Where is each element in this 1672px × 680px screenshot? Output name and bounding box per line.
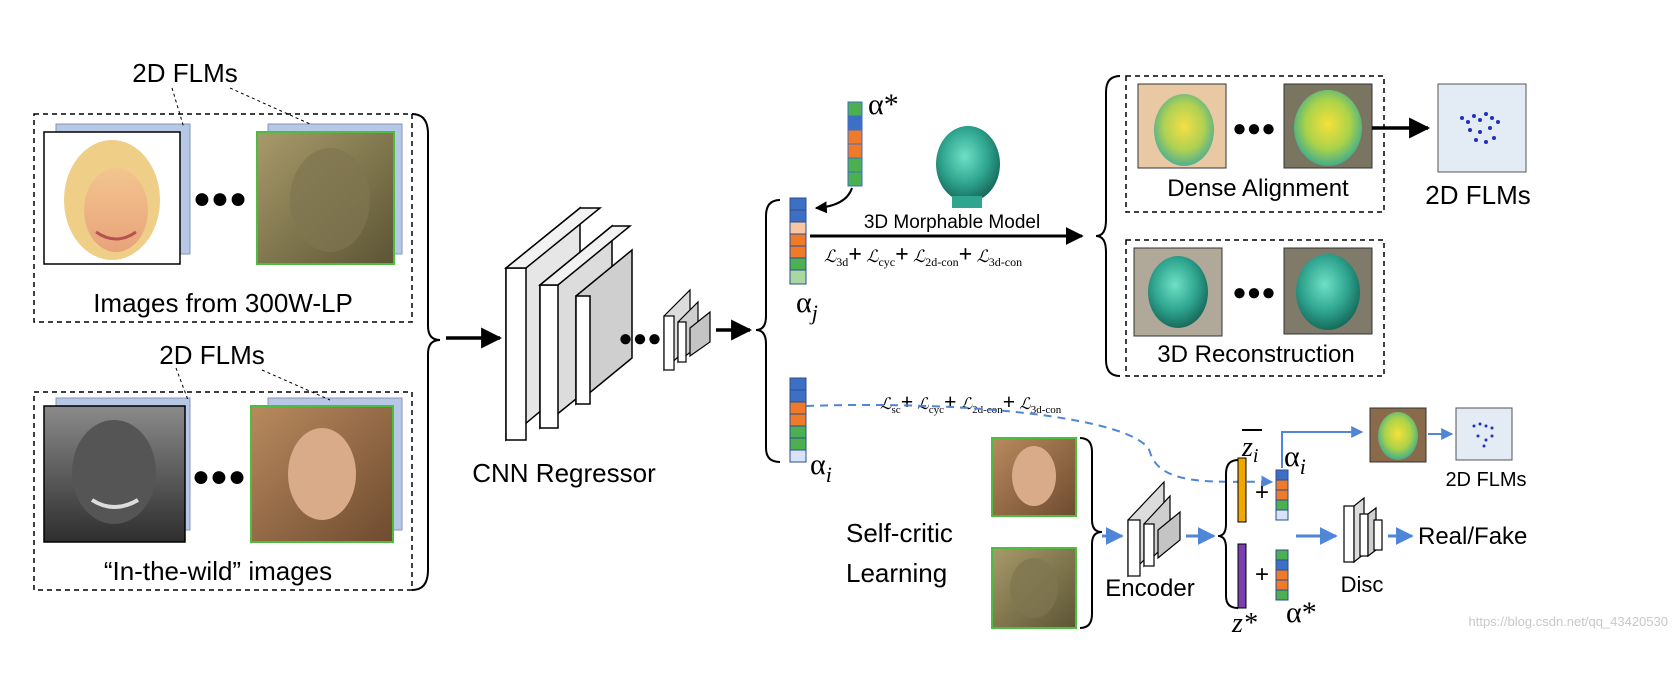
small-flms-image xyxy=(1455,407,1513,461)
ellipsis: ●●● xyxy=(1232,279,1276,306)
panel-dense-alignment: ●●● Dense Alignment xyxy=(1125,75,1385,213)
alpha-i-small-vector xyxy=(1275,469,1289,521)
landmark-dots xyxy=(1460,112,1500,144)
alpha-j-label: αj xyxy=(796,286,818,325)
in-the-wild-label: “In-the-wild” images xyxy=(104,556,332,586)
face-image-wild-2 xyxy=(250,405,394,543)
encoder-label: Encoder xyxy=(1105,575,1194,602)
reconstruction-image-1 xyxy=(1133,247,1223,337)
images-300wlp-label: Images from 300W-LP xyxy=(93,288,353,318)
reconstruction-label: 3D Reconstruction xyxy=(1157,341,1354,368)
reconstruction-image-2 xyxy=(1283,247,1373,335)
real-fake-label: Real/Fake xyxy=(1418,523,1527,550)
plus-sign: + xyxy=(1255,479,1269,506)
self-critic-label-line1: Self-critic xyxy=(846,518,953,548)
panel-in-the-wild: ●●● “In-the-wild” images xyxy=(33,391,413,591)
alpha-i-label: αi xyxy=(810,448,832,487)
loss-equation-top: ℒ3d+ ℒcyc+ ℒ2d-con+ ℒ3d-con xyxy=(824,242,1022,269)
morphable-model-label: 3D Morphable Model xyxy=(864,212,1040,233)
disc-label: Disc xyxy=(1341,572,1384,597)
face-image-300wlp-1 xyxy=(43,131,181,265)
disc-block xyxy=(1343,496,1383,564)
leader-line xyxy=(171,87,185,129)
face-image-300wlp-2 xyxy=(256,131,395,265)
panel-wild-frame xyxy=(33,391,413,591)
self-critic-brace xyxy=(1079,437,1103,629)
panel-300wlp: ●●● Images from 300W-LP xyxy=(33,113,413,323)
dense-alignment-image-1 xyxy=(1137,83,1227,169)
latent-brace xyxy=(1217,459,1239,609)
encoder-block xyxy=(1127,480,1181,578)
param-brace xyxy=(755,199,781,463)
cnn-layer xyxy=(575,248,633,406)
face-image-wild-1 xyxy=(43,405,186,543)
arrow-to-small-render xyxy=(1281,426,1364,468)
dense-alignment-label: Dense Alignment xyxy=(1167,175,1349,202)
alpha-i-right-label: αi xyxy=(1284,440,1306,479)
self-critic-label-line2: Learning xyxy=(846,558,947,588)
loss-equation-bottom: ℒsc+ ℒcyc+ ℒ2d-con+ ℒ3d-con xyxy=(880,389,1062,416)
alpha-j-vector xyxy=(789,197,807,285)
alpha-star-label-top: α* xyxy=(868,88,899,121)
alpha-star-vector xyxy=(847,101,863,187)
ellipsis: ●●● xyxy=(1232,115,1276,142)
watermark-text: https://blog.csdn.net/qq_43420530 xyxy=(1469,614,1669,629)
ellipsis: ●●● xyxy=(618,325,662,352)
morphable-head-icon xyxy=(936,126,1000,208)
alpha-star-small-vector xyxy=(1275,549,1289,601)
alpha-star-label-bottom: α* xyxy=(1286,596,1317,629)
leader-line xyxy=(229,87,311,125)
svg-text:zi: zi xyxy=(1241,432,1258,467)
leader-line xyxy=(261,369,331,401)
panel-300wlp-frame xyxy=(33,113,413,323)
alpha-i-vector xyxy=(789,377,807,463)
flms-label-mid: 2D FLMs xyxy=(159,340,264,370)
cnn-regressor: ●●● CNN Regressor xyxy=(472,206,711,488)
self-critic-face-2 xyxy=(991,547,1077,629)
z-bar-i-label: zi xyxy=(1241,429,1262,467)
cnn-regressor-label: CNN Regressor xyxy=(472,458,656,488)
ellipsis: ●●● xyxy=(193,182,247,215)
input-brace xyxy=(411,113,441,591)
arrow-alpha-star-to-alpha-j xyxy=(814,187,853,214)
z-star-vector xyxy=(1237,543,1247,609)
leader-line xyxy=(175,367,189,401)
flms-output-image xyxy=(1437,83,1527,173)
plus-sign: + xyxy=(1255,561,1269,588)
output-brace xyxy=(1095,75,1121,377)
dense-alignment-image-2 xyxy=(1283,83,1373,169)
dashed-arrow-alpha-i xyxy=(805,403,1274,488)
fc-block xyxy=(663,288,711,372)
z-bar-i-vector xyxy=(1237,457,1247,523)
z-star-label: z* xyxy=(1231,608,1257,639)
ellipsis: ●●● xyxy=(192,460,246,493)
flms-output-label: 2D FLMs xyxy=(1425,180,1530,210)
flms-label-top: 2D FLMs xyxy=(132,58,237,88)
panel-3d-reconstruction: ●●● 3D Reconstruction xyxy=(1125,239,1385,377)
small-flms-label: 2D FLMs xyxy=(1445,469,1526,491)
self-critic-face-1 xyxy=(991,437,1077,517)
landmark-dots xyxy=(1472,422,1494,448)
small-render-image xyxy=(1369,407,1427,463)
